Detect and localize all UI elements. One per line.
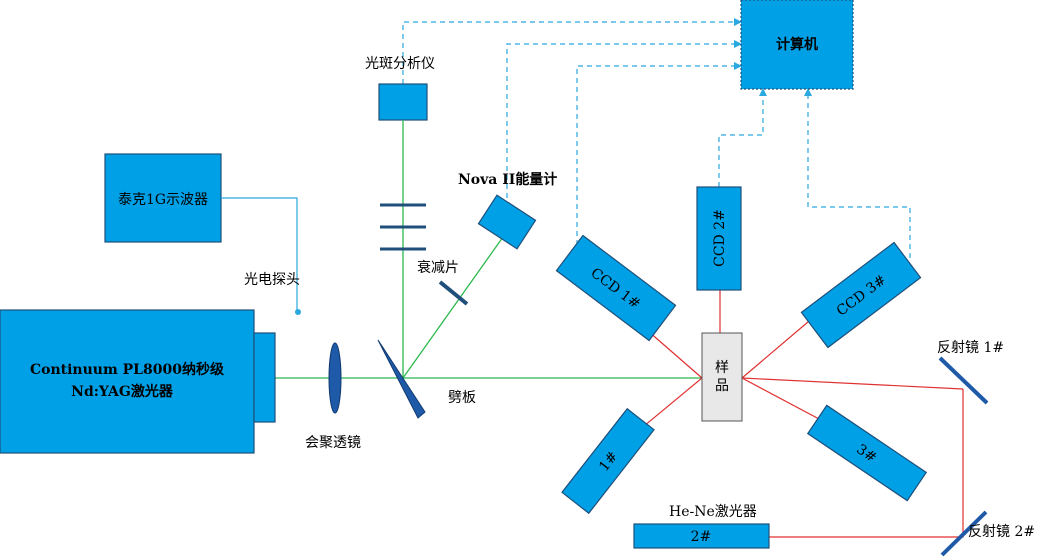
beam-splitter [377,339,426,419]
signal-ccd3 [807,90,911,258]
splitter-label: 劈板 [448,389,476,406]
ccd3: CCD 3# [800,241,922,349]
laser-box [0,309,255,454]
energy-meter-label: Nova II能量计 [458,171,557,188]
focus-lens [328,342,342,414]
signal-energy-meter [506,43,740,207]
mirror1-label: 反射镜 1# [937,340,1004,356]
laser-label-2: Nd:YAG激光器 [71,383,174,400]
photo-probe-dot [295,309,301,315]
hene-label: He-Ne激光器 [669,503,757,520]
sample-label-2: 品 [715,378,729,394]
laser-output [253,332,276,423]
laser-label-1: Continuum PL8000纳秒级 [30,361,225,378]
detector1: 1# [561,407,655,515]
energy-meter [477,194,537,250]
detector3: 3# [806,404,928,502]
profiler-filters [380,203,426,251]
oscilloscope-label: 泰克1G示波器 [118,192,208,208]
sample-label-1: 样 [715,360,729,376]
ccd2-box [696,186,742,291]
mirror1 [938,356,989,405]
signal-profiler [402,21,740,84]
hene-box-label: 2# [691,529,712,545]
sample-box [701,332,743,422]
hene-laser-box [633,523,770,549]
attenuator [438,280,469,306]
green-beams [275,120,702,379]
beam-profiler-label: 光斑分析仪 [365,56,435,72]
signal-arrowheads [734,18,812,96]
computer-box [740,0,854,90]
energy-beam [402,236,504,379]
attenuator-label: 衰减片 [417,259,459,276]
probe-cable [221,197,298,312]
computer-label: 计算机 [776,36,818,53]
mirror2 [940,510,988,557]
signal-lines [402,21,911,258]
ccd2-label: CCD 2# [712,209,728,267]
red-beams [631,290,964,538]
ccd1: CCD 1# [555,234,677,342]
focus-lens-label: 会聚透镜 [305,435,361,451]
oscilloscope-box [104,153,222,243]
mirror2-label: 反射镜 2# [968,524,1035,540]
beam-profiler-box [378,83,428,121]
photo-probe-label: 光电探头 [244,272,300,288]
signal-ccd2 [718,90,764,187]
